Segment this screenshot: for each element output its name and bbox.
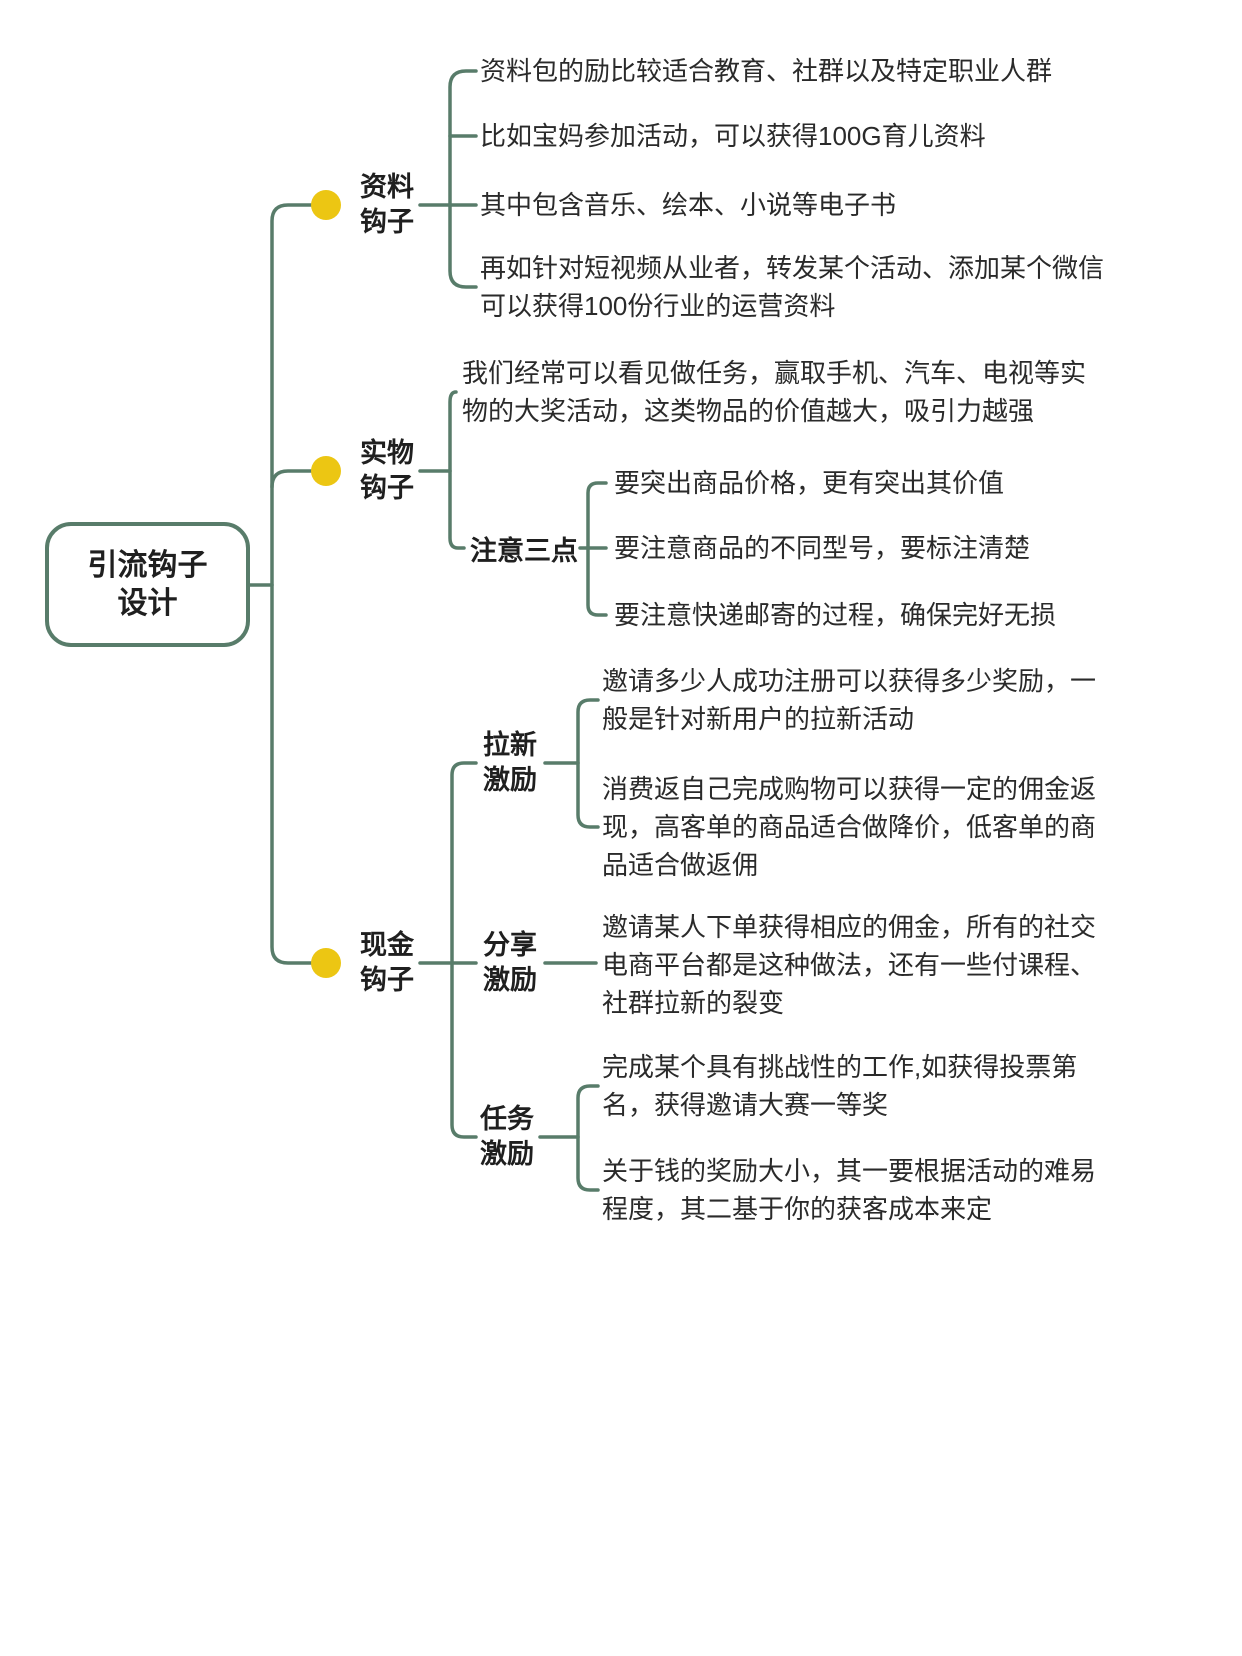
leaf-share-1: 邀请某人下单获得相应的佣金，所有的社交 电商平台都是这种做法，还有一些付课程、 … [602, 912, 1097, 1018]
branch-cash-hooks-label: 现金钩子 [360, 930, 414, 995]
root-node: 引流钩子 设计 [45, 522, 250, 647]
referral-spine [576, 698, 600, 829]
leaf-three-points-2: 要注意商品的不同型号，要标注清楚 [614, 533, 1031, 563]
trunk-branch2-connector [270, 469, 313, 489]
branch2-spine [448, 390, 466, 550]
trunk-line [270, 203, 313, 965]
branch-bullets [311, 190, 341, 978]
leaf-three-points-3: 要注意快递邮寄的过程，确保完好无损 [614, 600, 1057, 630]
leaf-material-3: 其中包含音乐、绘本、小说等电子书 [480, 190, 897, 220]
node-referral-incentive-label: 拉新激励 [483, 730, 537, 795]
connector-paths [248, 69, 608, 1192]
branch-bullet [311, 190, 341, 220]
leaf-material-2: 比如宝妈参加活动，可以获得100G育儿资料 [480, 121, 986, 151]
task-spine [576, 1084, 600, 1192]
leaf-task-2: 关于钱的奖励大小，其一要根据活动的难易 程度，其二基于你的获客成本来定 [602, 1156, 1097, 1224]
leaf-three-points-1: 要突出商品价格，更有突出其价值 [614, 468, 1005, 498]
branch-material-hooks-label: 资料钩子 [360, 172, 414, 237]
branch-bullet [311, 948, 341, 978]
node-three-points-label: 注意三点 [470, 536, 578, 566]
leaf-referral-2: 消费返自己完成购物可以获得一定的佣金返 现，高客单的商品适合做降价，低客单的商 … [602, 774, 1097, 880]
branch1-spine [448, 69, 478, 289]
leaf-physical-1: 我们经常可以看见做任务，赢取手机、汽车、电视等实 物的大奖活动，这类物品的价值越… [462, 358, 1087, 426]
leaf-task-1: 完成某个具有挑战性的工作,如获得投票第 名，获得邀请大赛一等奖 [602, 1052, 1078, 1120]
leaf-material-4: 再如针对短视频从业者，转发某个活动、添加某个微信 可以获得100份行业的运营资料 [480, 253, 1105, 321]
leaf-material-1: 资料包的励比较适合教育、社群以及特定职业人群 [480, 56, 1053, 86]
node-task-incentive-label: 任务激励 [480, 1104, 534, 1169]
branch-physical-hooks-label: 实物钩子 [360, 438, 414, 503]
root-node-label: 引流钩子 设计 [87, 548, 208, 620]
branch3-spine [450, 761, 478, 1139]
leaf-referral-1: 邀请多少人成功注册可以获得多少奖励，一 般是针对新用户的拉新活动 [602, 666, 1097, 734]
branch-bullet [311, 456, 341, 486]
node-share-incentive-label: 分享激励 [483, 930, 537, 995]
